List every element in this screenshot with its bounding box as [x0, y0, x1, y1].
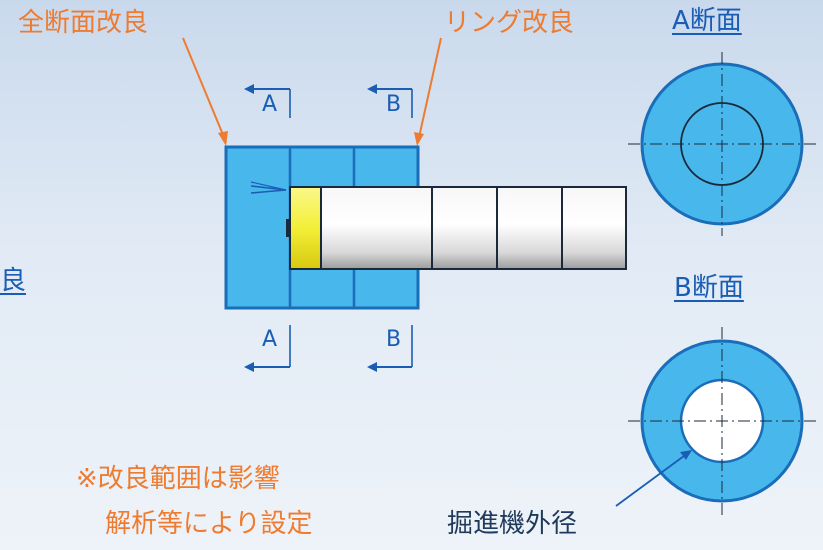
note-line-1: ※改良範囲は影響	[76, 464, 280, 494]
tunnel-lining	[289, 186, 627, 270]
cut-marker-a-bottom: A	[262, 327, 278, 352]
arrow-right-icon	[250, 181, 287, 194]
cut-marker-b-bottom: B	[386, 327, 402, 352]
arrow-left-icon	[244, 84, 291, 118]
arrow-left-icon	[367, 84, 413, 118]
cut-marker-a-top: A	[262, 92, 278, 117]
leader-arrowhead-full-section	[218, 131, 228, 146]
leader-line-ring	[417, 37, 442, 143]
label-section-b: B断面	[674, 273, 744, 303]
section-b-figure	[628, 327, 818, 518]
section-a-figure	[628, 52, 818, 236]
leader-line-full-section	[182, 37, 227, 143]
cut-marker-b-top: B	[386, 92, 402, 117]
shield-machine-head	[289, 186, 322, 270]
leader-arrowhead-machine-diameter	[680, 450, 692, 460]
cutter-face	[286, 219, 291, 237]
leader-arrowhead-ring	[414, 132, 424, 146]
arrow-left-icon	[244, 325, 291, 372]
leader-line-machine-diameter	[615, 452, 689, 507]
note-line-2: 解析等により設定	[105, 509, 313, 539]
label-machine-outer-diameter: 掘進機外径	[447, 509, 578, 539]
arrow-left-icon	[367, 325, 413, 372]
label-section-a: A断面	[672, 6, 742, 36]
label-left-partial: 良	[0, 266, 27, 296]
label-ring-improvement: リング改良	[444, 8, 575, 38]
label-full-section-improvement: 全断面改良	[18, 8, 149, 38]
